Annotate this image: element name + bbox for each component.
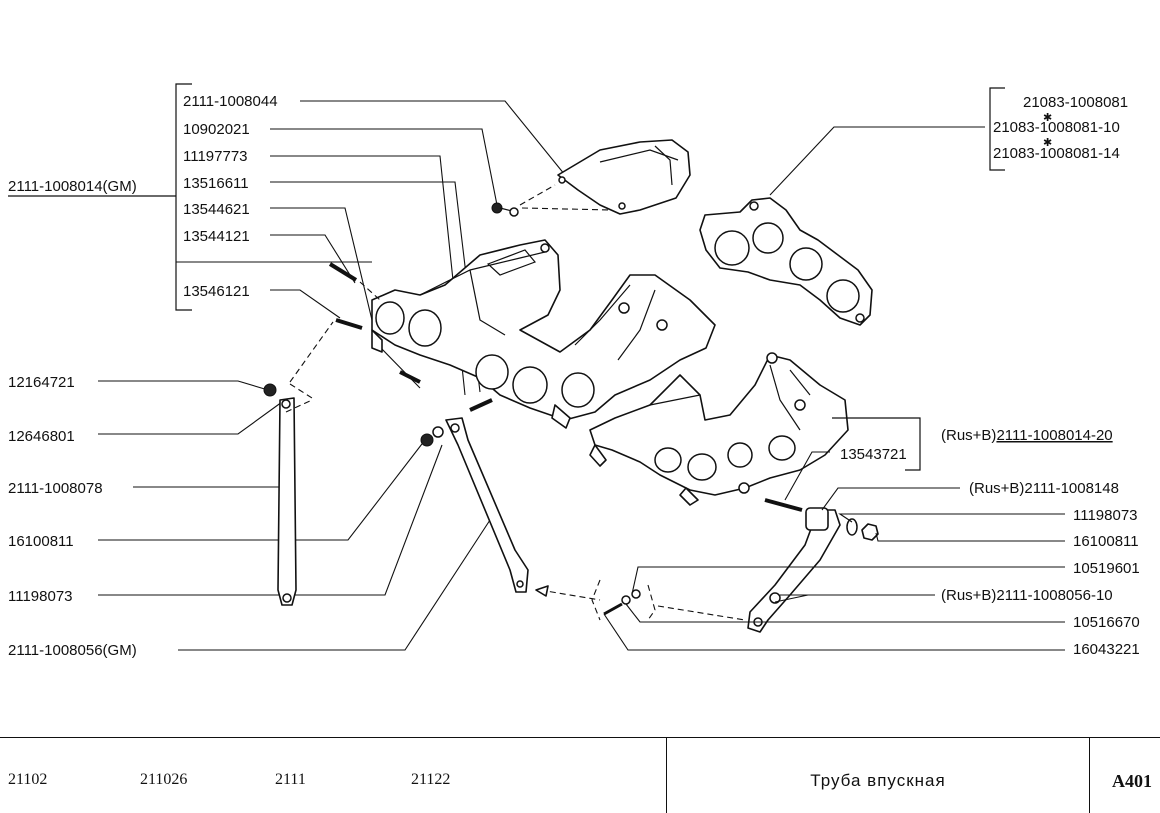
label-heat-shield: 2111-1008044 <box>183 93 278 110</box>
label-washer-10902021: 10902021 <box>183 121 250 138</box>
label-bracket-2111-1008056gm: 2111-1008056(GM) <box>8 642 137 659</box>
label-washer-11198073: 11198073 <box>8 588 73 605</box>
bolt-dash <box>657 605 746 621</box>
label-washer-12646801: 12646801 <box>8 428 75 445</box>
rusb-intake-manifold <box>589 352 849 506</box>
label-stud-13544621: 13544621 <box>183 201 250 218</box>
label-nut-16100811: 16100811 <box>8 533 74 550</box>
gasket-group-bracket <box>989 87 1005 171</box>
gasket-leader <box>769 126 985 196</box>
bracket-2111-1008056gm <box>445 417 529 593</box>
washer-nut-right <box>846 518 879 541</box>
label-gasket-3: 21083-1008081-14 <box>993 145 1120 162</box>
arrow-head <box>535 585 549 597</box>
label-gasket-1: 21083-1008081 <box>1023 94 1128 111</box>
page-title: Труба впускная <box>810 771 946 790</box>
page-code: A401 <box>1112 771 1152 791</box>
label-stud-13543721: 13543721 <box>840 446 907 463</box>
marker-star-1: ✱ <box>1043 112 1052 124</box>
stud-13543721-leader <box>784 451 830 501</box>
rusb-group-bracket <box>832 417 921 471</box>
nut-washer-middle <box>420 426 444 447</box>
shield-dash-1 <box>519 184 556 206</box>
left-leader-lines <box>98 100 566 651</box>
model-21122: 21122 <box>411 771 451 788</box>
bolt-10902021 <box>491 202 519 217</box>
parts-diagram: 2111-1008014(GM) 2111-1008044 10902021 1… <box>8 83 1140 659</box>
model-211026: 211026 <box>140 771 188 788</box>
model-21102: 21102 <box>8 771 48 788</box>
marker-star-2: ✱ <box>1043 137 1052 149</box>
label-bracket-1008056-10: (Rus+B)2111-1008056-10 <box>941 587 1113 604</box>
label-washer-10516670: 10516670 <box>1073 614 1140 631</box>
manifold-gasket <box>699 197 873 326</box>
middle-dash <box>539 589 601 601</box>
label-washer-11198073-r: 11198073 <box>1073 507 1138 524</box>
model-2111: 2111 <box>275 771 306 788</box>
label-nut-12164721: 12164721 <box>8 374 75 391</box>
bracket-2111-1008078 <box>277 397 297 606</box>
footer-bar: 21102 211026 2111 21122 Труба впускная A… <box>0 737 1160 813</box>
label-spacer-1008148: (Rus+B)2111-1008148 <box>969 480 1119 497</box>
code-cell: A401 <box>1090 738 1160 813</box>
stud-dash-2 <box>289 321 334 383</box>
label-bracket-2111-1008078: 2111-1008078 <box>8 480 103 497</box>
bracket-dash <box>285 383 313 413</box>
models-cell: 21102 211026 2111 21122 <box>0 738 666 813</box>
spacer-rusb-1008148 <box>764 498 829 531</box>
label-stud-13516611: 13516611 <box>183 175 249 192</box>
gm-intake-manifold <box>371 239 716 429</box>
label-stud-13546121: 13546121 <box>183 283 250 300</box>
shield-dash-2 <box>521 207 613 211</box>
label-bolt-11197773: 11197773 <box>183 148 248 165</box>
right-leader-lines <box>603 487 1065 651</box>
studs-gm <box>328 262 493 412</box>
gm-group-bracket <box>8 83 372 311</box>
label-washer-10519601: 10519601 <box>1073 560 1140 577</box>
bolt-16043221 <box>603 589 641 616</box>
label-gasket-2: 21083-1008081-10 <box>993 119 1120 136</box>
heat-shield <box>557 139 691 215</box>
label-gm-manifold: 2111-1008014(GM) <box>8 178 137 195</box>
stud-dash-1 <box>359 281 381 301</box>
label-nut-16100811-r: 16100811 <box>1073 533 1139 550</box>
label-rusb-manifold: (Rus+B)2111-1008014-20 <box>941 427 1113 444</box>
label-stud-13544121: 13544121 <box>183 228 250 245</box>
bolt-bracket-dash <box>591 579 656 621</box>
title-cell: Труба впускная <box>666 738 1090 813</box>
bracket-rusb-1008056-10 <box>747 509 841 633</box>
label-bolt-16043221: 16043221 <box>1073 641 1140 658</box>
nut-12164721 <box>263 383 277 397</box>
